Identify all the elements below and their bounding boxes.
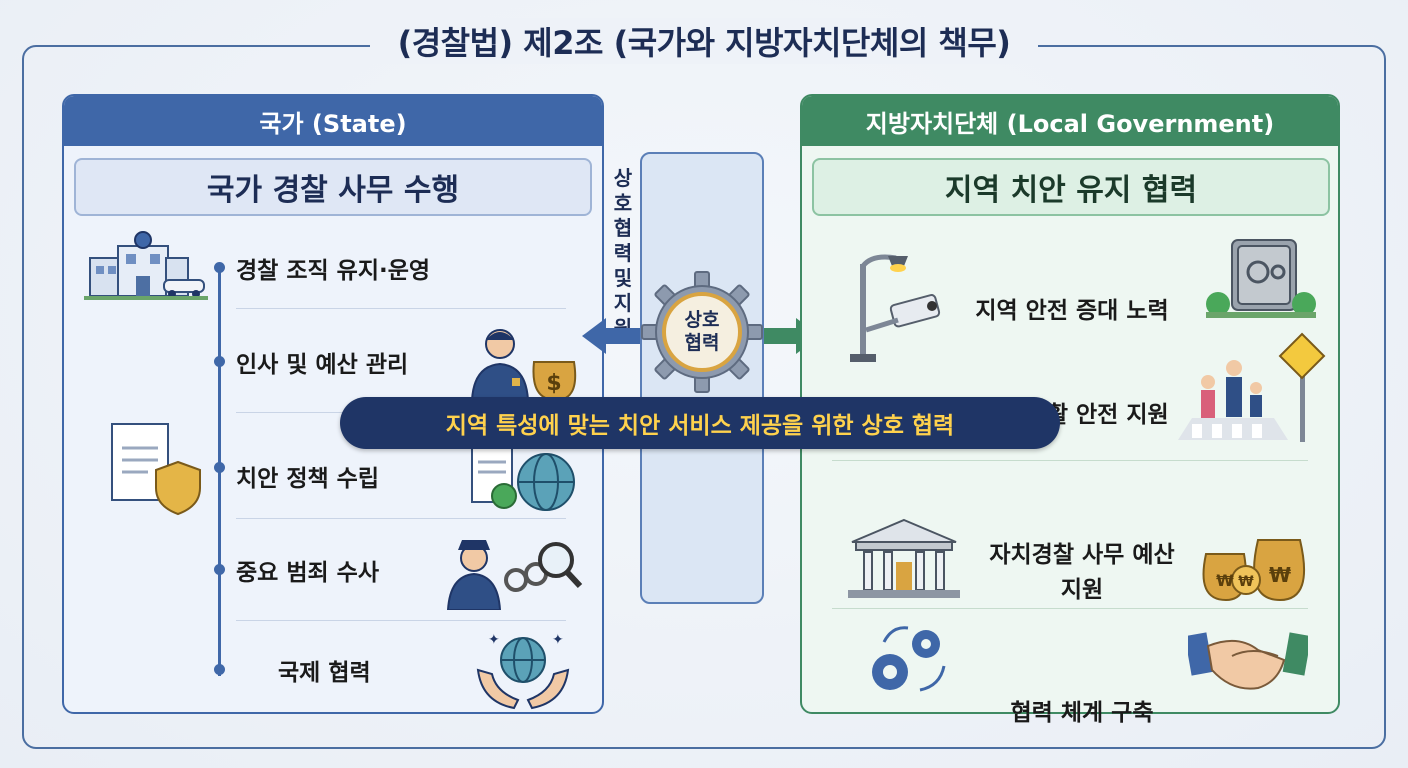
local-panel-header: 지방자치단체 (Local Government): [802, 96, 1338, 146]
item-divider: [236, 308, 566, 309]
vertical-char: 협: [613, 216, 633, 240]
timeline-dot: [214, 462, 225, 473]
timeline-dot: [214, 262, 225, 273]
officer-budget-icon: $: [470, 329, 577, 402]
vertical-char: 상: [613, 166, 633, 190]
state-item-1-label: 경찰 조직 유지·운영: [236, 258, 431, 284]
police-station-icon: [84, 231, 208, 300]
state-item-4: 중요 범죄 수사: [64, 520, 604, 620]
cooperation-banner: 지역 특성에 맞는 치안 서비스 제공을 위한 상호 협력: [340, 397, 1060, 449]
vertical-char: 호: [613, 191, 633, 215]
gear-badge: 상호 협력: [640, 270, 764, 394]
item-divider: [832, 608, 1308, 609]
timeline-dot: [214, 564, 225, 575]
document-shield-icon: [111, 423, 201, 516]
gear-label-line2: 협력: [684, 332, 720, 354]
svg-text:$: $: [546, 371, 561, 396]
local-item-4-label: 협력 체계 구축: [1010, 700, 1154, 726]
state-item-4-label: 중요 범죄 수사: [236, 560, 379, 586]
state-item-3-label: 치안 정책 수립: [236, 466, 379, 492]
handshake-icon: [1188, 632, 1308, 690]
state-item-2: 인사 및 예산 관리 $: [64, 312, 604, 412]
vertical-char: 력: [613, 241, 633, 265]
government-building-icon: [848, 518, 960, 598]
global-hands-icon: ✦ ✦: [476, 632, 570, 710]
vertical-label: 상 호 협 력 및 지 원: [610, 166, 636, 341]
state-item-1: 경찰 조직 유지·운영: [64, 218, 604, 318]
safe-icon: [1206, 239, 1316, 318]
gear-label: 상호 협력: [640, 270, 764, 394]
local-subtitle: 지역 치안 유지 협력: [812, 158, 1330, 216]
local-item-3-label-line1: 자치경찰 사무 예산: [989, 542, 1175, 568]
svg-text:₩: ₩: [1269, 563, 1291, 587]
state-panel: 국가 (State) 국가 경찰 사무 수행 경찰 조직 유지·운영 인사 및 …: [62, 94, 604, 714]
local-item-3-label: 자치경찰 사무 예산 지원: [952, 538, 1212, 607]
local-item-1-label: 지역 안전 증대 노력: [975, 298, 1169, 324]
item-divider: [236, 620, 566, 621]
svg-text:✦: ✦: [488, 632, 500, 648]
timeline-dot: [214, 664, 225, 675]
page-title: (경찰법) 제2조 (국가와 지방자치단체의 책무): [369, 18, 1039, 64]
money-bags-icon: ₩ ₩ ₩: [1202, 539, 1306, 602]
arrow-left-icon: [582, 318, 640, 354]
state-panel-header: 국가 (State): [64, 96, 602, 146]
vertical-char: 지: [613, 291, 633, 315]
gears-icon: [872, 626, 946, 692]
gear-icon: [641, 271, 763, 393]
investigation-icon: [446, 540, 583, 610]
item-divider: [832, 460, 1308, 461]
gear-label-line1: 상호: [684, 309, 720, 332]
cctv-streetlight-icon: [850, 254, 941, 362]
item-divider: [236, 518, 566, 519]
state-item-5-label: 국제 협력: [278, 660, 371, 686]
svg-text:₩: ₩: [1238, 574, 1254, 590]
crosswalk-sign-icon: [1178, 332, 1326, 442]
state-subtitle: 국가 경찰 사무 수행: [74, 158, 592, 216]
timeline-dot: [214, 356, 225, 367]
local-item-3-label-line2: 지원: [1060, 576, 1104, 603]
state-item-3: 치안 정책 수립: [64, 418, 604, 518]
policy-globe-icon: [471, 447, 575, 511]
svg-text:₩: ₩: [1216, 571, 1234, 590]
state-item-5: 국제 협력 ✦ ✦: [64, 620, 604, 720]
state-item-2-label: 인사 및 예산 관리: [236, 352, 409, 378]
vertical-char: 및: [613, 266, 633, 290]
title-wrap: (경찰법) 제2조 (국가와 지방자치단체의 책무): [0, 18, 1408, 64]
svg-text:✦: ✦: [552, 632, 564, 648]
